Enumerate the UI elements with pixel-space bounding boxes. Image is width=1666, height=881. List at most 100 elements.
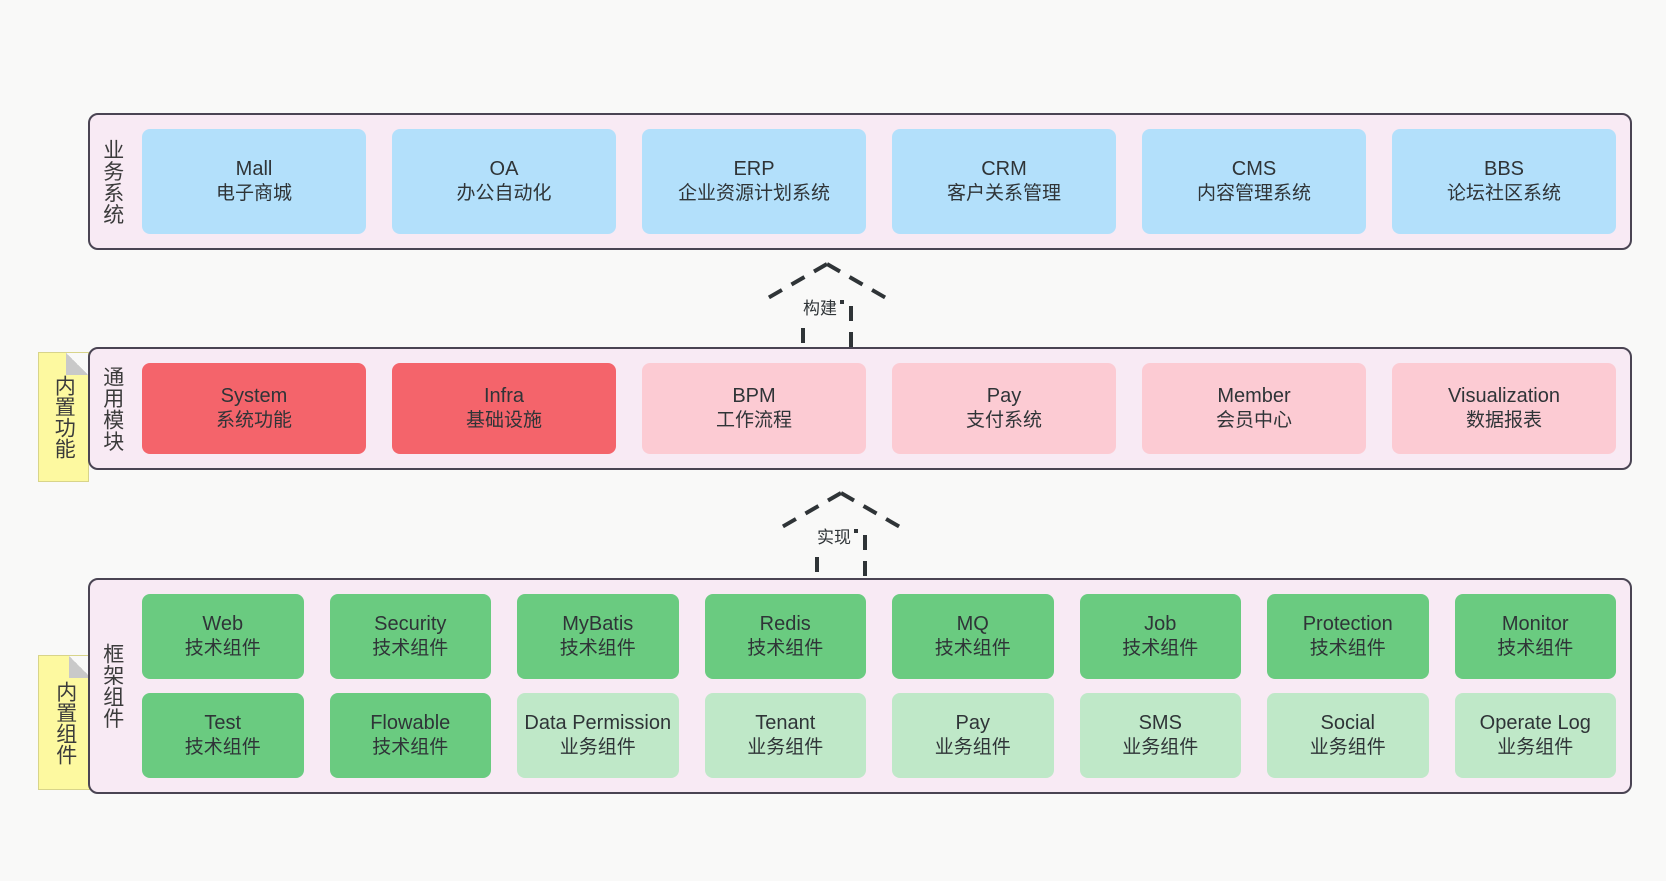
box-data-permission[interactable]: Data Permission 业务组件 (517, 693, 679, 778)
box-subtitle: 业务组件 (934, 737, 1011, 759)
box-title: Flowable (370, 712, 451, 735)
box-row: Test 技术组件 Flowable 技术组件 Data Permission … (142, 693, 1616, 778)
box-social[interactable]: Social 业务组件 (1267, 693, 1429, 778)
box-title: OA (489, 158, 519, 181)
box-oa[interactable]: OA 办公自动化 (392, 129, 616, 234)
box-monitor[interactable]: Monitor 技术组件 (1454, 594, 1616, 679)
box-job[interactable]: Job 技术组件 (1079, 594, 1241, 679)
note-builtin-function: 内置功能 (38, 352, 89, 482)
connector-build-label: 构建 (800, 294, 840, 319)
box-row: System 系统功能 Infra 基础设施 BPM 工作流程 Pay 支付系统… (142, 363, 1616, 454)
box-title: Social (1320, 712, 1375, 735)
box-sms[interactable]: SMS 业务组件 (1079, 693, 1241, 778)
box-title: Monitor (1501, 613, 1569, 636)
box-web[interactable]: Web 技术组件 (142, 594, 304, 679)
box-subtitle: 技术组件 (934, 638, 1011, 660)
box-title: ERP (733, 158, 775, 181)
box-subtitle: 客户关系管理 (946, 183, 1061, 205)
box-redis[interactable]: Redis 技术组件 (704, 594, 866, 679)
box-title: MyBatis (562, 613, 634, 636)
layer-label-common-modules: 通用模块 (100, 365, 124, 452)
layer-business-systems[interactable]: 业务系统 Mall 电子商城 OA 办公自动化 ERP 企业资源计划系统 CRM (88, 113, 1632, 250)
box-title: CRM (981, 158, 1027, 181)
box-row: Mall 电子商城 OA 办公自动化 ERP 企业资源计划系统 CRM 客户关系… (142, 129, 1616, 234)
box-title: Redis (759, 613, 811, 636)
box-mq[interactable]: MQ 技术组件 (892, 594, 1054, 679)
note-label: 内置功能 (52, 375, 76, 459)
box-grid-business-systems: Mall 电子商城 OA 办公自动化 ERP 企业资源计划系统 CRM 客户关系… (134, 115, 1630, 248)
box-subtitle: 业务组件 (1309, 737, 1386, 759)
box-operate-log[interactable]: Operate Log 业务组件 (1454, 693, 1616, 778)
box-title: Member (1217, 385, 1291, 408)
box-subtitle: 系统功能 (215, 410, 292, 432)
box-system[interactable]: System 系统功能 (142, 363, 366, 454)
box-title: Web (202, 613, 244, 636)
box-grid-framework-components: Web 技术组件 Security 技术组件 MyBatis 技术组件 Redi… (134, 580, 1630, 792)
box-test[interactable]: Test 技术组件 (142, 693, 304, 778)
box-mall[interactable]: Mall 电子商城 (142, 129, 366, 234)
layer-common-modules[interactable]: 通用模块 System 系统功能 Infra 基础设施 BPM 工作流程 Pay (88, 347, 1632, 470)
box-subtitle: 基础设施 (465, 410, 542, 432)
box-title: Infra (483, 385, 525, 408)
box-security[interactable]: Security 技术组件 (329, 594, 491, 679)
box-bbs[interactable]: BBS 论坛社区系统 (1392, 129, 1616, 234)
connector-implement: 实现 (771, 487, 911, 579)
box-subtitle: 业务组件 (747, 737, 824, 759)
connector-implement-label: 实现 (814, 523, 854, 548)
box-member[interactable]: Member 会员中心 (1142, 363, 1366, 454)
note-label: 内置组件 (53, 680, 77, 765)
box-pay-component[interactable]: Pay 业务组件 (892, 693, 1054, 778)
box-title: SMS (1138, 712, 1182, 735)
box-subtitle: 技术组件 (184, 638, 261, 660)
box-infra[interactable]: Infra 基础设施 (392, 363, 616, 454)
box-title: Data Permission (524, 712, 672, 735)
layer-label-framework-components: 框架组件 (100, 643, 124, 729)
note-builtin-component: 内置组件 (38, 655, 92, 790)
box-subtitle: 支付系统 (965, 410, 1042, 432)
box-subtitle: 技术组件 (1309, 638, 1386, 660)
box-mybatis[interactable]: MyBatis 技术组件 (517, 594, 679, 679)
box-subtitle: 办公自动化 (456, 183, 552, 205)
box-title: MQ (956, 613, 989, 636)
box-title: Operate Log (1479, 712, 1591, 735)
box-subtitle: 技术组件 (1497, 638, 1574, 660)
box-subtitle: 业务组件 (1497, 737, 1574, 759)
box-title: Pay (955, 712, 990, 735)
box-subtitle: 技术组件 (372, 737, 449, 759)
box-title: System (220, 385, 288, 408)
box-subtitle: 技术组件 (559, 638, 636, 660)
box-subtitle: 论坛社区系统 (1446, 183, 1561, 205)
box-title: Security (374, 613, 447, 636)
box-subtitle: 会员中心 (1215, 410, 1292, 432)
box-subtitle: 技术组件 (747, 638, 824, 660)
box-subtitle: 企业资源计划系统 (677, 183, 830, 205)
box-subtitle: 技术组件 (184, 737, 261, 759)
box-tenant[interactable]: Tenant 业务组件 (704, 693, 866, 778)
box-protection[interactable]: Protection 技术组件 (1267, 594, 1429, 679)
box-subtitle: 内容管理系统 (1196, 183, 1311, 205)
box-title: BPM (732, 385, 776, 408)
box-subtitle: 业务组件 (559, 737, 636, 759)
box-title: Test (204, 712, 242, 735)
box-cms[interactable]: CMS 内容管理系统 (1142, 129, 1366, 234)
box-row: Web 技术组件 Security 技术组件 MyBatis 技术组件 Redi… (142, 594, 1616, 679)
box-title: Tenant (755, 712, 816, 735)
layer-label-business-systems: 业务系统 (100, 138, 124, 225)
box-title: CMS (1231, 158, 1277, 181)
box-subtitle: 工作流程 (715, 410, 792, 432)
box-bpm[interactable]: BPM 工作流程 (642, 363, 866, 454)
box-pay-module[interactable]: Pay 支付系统 (892, 363, 1116, 454)
box-erp[interactable]: ERP 企业资源计划系统 (642, 129, 866, 234)
box-crm[interactable]: CRM 客户关系管理 (892, 129, 1116, 234)
box-title: BBS (1483, 158, 1525, 181)
box-flowable[interactable]: Flowable 技术组件 (329, 693, 491, 778)
box-grid-common-modules: System 系统功能 Infra 基础设施 BPM 工作流程 Pay 支付系统… (134, 349, 1630, 468)
box-visualization[interactable]: Visualization 数据报表 (1392, 363, 1616, 454)
layer-framework-components[interactable]: 框架组件 Web 技术组件 Security 技术组件 MyBatis 技术组件… (88, 578, 1632, 794)
box-subtitle: 数据报表 (1465, 410, 1542, 432)
box-subtitle: 技术组件 (1122, 638, 1199, 660)
box-subtitle: 业务组件 (1122, 737, 1199, 759)
box-title: Mall (235, 158, 273, 181)
box-subtitle: 技术组件 (372, 638, 449, 660)
